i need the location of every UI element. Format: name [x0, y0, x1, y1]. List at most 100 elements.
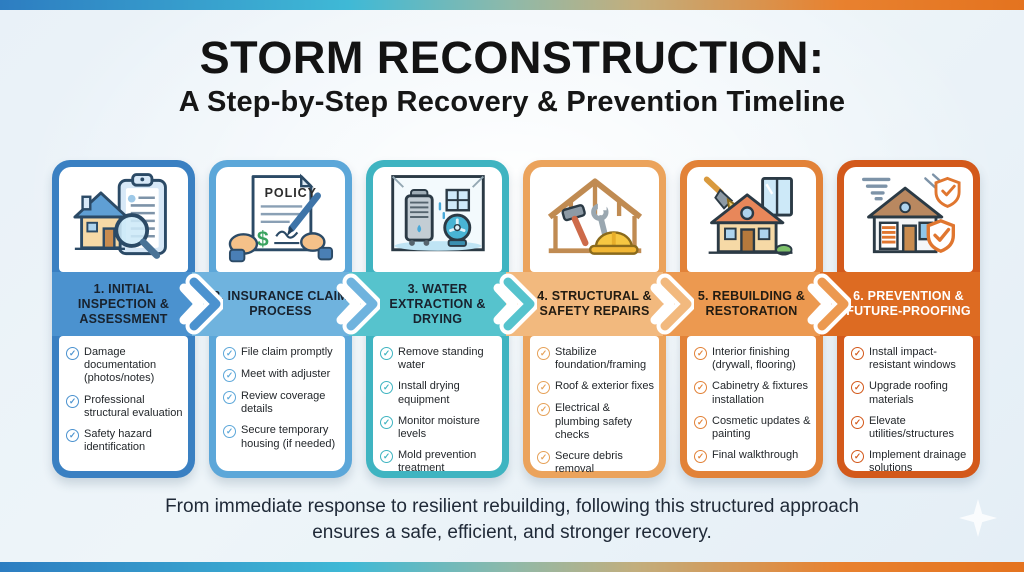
arrow-right-icon	[334, 271, 382, 337]
check-circle-icon: ✓	[380, 347, 393, 360]
step-title: 4. Structural & Safety Repairs	[537, 289, 652, 318]
checklist-item: ✓Final walkthrough	[694, 449, 813, 464]
checklist-item: ✓ Review coverage details	[223, 390, 342, 416]
step-card-5: 5. Rebuilding & Restoration ✓ Interior fi…	[680, 160, 823, 478]
checklist-item-text: File claim promptly	[241, 346, 333, 358]
checklist-item-text: Monitor moisture levels	[398, 414, 480, 440]
checklist-item: ✓ Interior finishing (drywall, flooring)	[694, 346, 813, 372]
checklist-item: ✓ Cosmetic updates & painting	[694, 415, 813, 441]
checklist-item: ✓ Upgrade roofing materials	[851, 380, 970, 406]
step-icon-box: POLICY $	[216, 167, 345, 272]
check-circle-icon: ✓	[851, 450, 864, 464]
step-card-2: POLICY $ 2. Insurance Claim Process ✓ File…	[209, 160, 352, 478]
check-circle-icon: ✓	[223, 391, 236, 404]
checklist-item-text: Remove standing water	[398, 346, 484, 372]
checklist-item: ✓ Electrical & plumbing safety checks	[537, 402, 656, 442]
check-circle-icon: ✓	[537, 403, 550, 417]
checklist-item-text: Cosmetic updates & painting	[712, 414, 811, 440]
svg-text:$: $	[256, 228, 268, 251]
checklist-item-text: Install drying equipment	[398, 380, 460, 406]
check-circle-icon: ✓	[537, 381, 550, 395]
arrow-right-icon	[805, 271, 853, 337]
step-title-band: 4. Structural & Safety Repairs	[523, 272, 666, 336]
checklist-item-text: Meet with adjuster	[241, 368, 331, 380]
step-title-band: 3. Water Extraction & Drying	[366, 272, 509, 336]
step-items: ✓ Stabilize foundation/framing ✓ Roof & ext…	[530, 336, 659, 475]
checklist-item-text: Secure debris removal	[555, 449, 623, 476]
checklist-item-text: Damage documentation (photos/notes)	[84, 346, 157, 385]
checklist-item-text: Review coverage details	[241, 390, 326, 416]
check-circle-icon: ✓	[694, 415, 707, 429]
checklist-item-text: Final walkthrough	[712, 449, 799, 462]
checklist-item-text: Install impact-resistant windows	[869, 346, 956, 372]
house-inspection-magnifier-icon	[71, 170, 177, 269]
checklist-item-text: Mold prevention treatment	[398, 449, 477, 475]
checklist-item: ✓ Stabilize foundation/framing	[537, 346, 656, 372]
step-title: 5. Rebuilding & Restoration	[697, 289, 806, 318]
arrow-right-icon	[177, 271, 225, 337]
step-icon-box	[59, 167, 188, 272]
step-card-6: 6. Prevention & Future-Proofing ✓ Install…	[837, 160, 980, 478]
check-circle-icon: ✓	[694, 347, 707, 360]
step-card-1: 1. Initial Inspection & Assessment ✓ Dama…	[52, 160, 195, 478]
checklist-item-text: Upgrade roofing materials	[869, 380, 948, 406]
check-circle-icon: ✓	[537, 450, 550, 464]
step-icon-box	[373, 167, 502, 272]
check-circle-icon: ✓	[66, 428, 79, 442]
policy-signing-icon: POLICY $	[228, 170, 334, 269]
checklist-item-text: Electrical & plumbing safety checks	[555, 402, 633, 441]
step-title-band: 2. Insurance Claim Process	[209, 272, 352, 336]
check-circle-icon: ✓	[851, 415, 864, 429]
step-title-band: 6. Prevention & Future-Proofing	[837, 272, 980, 336]
checklist-item: ✓ Damage documentation (photos/notes)	[66, 346, 185, 386]
step-title: 2. Insurance Claim Process	[213, 289, 348, 318]
step-title: 6. Prevention & Future-Proofing	[846, 289, 971, 318]
checklist-item: ✓ Secure debris removal	[537, 450, 656, 476]
step-items: ✓Interior finishing (drywall, flooring)✓…	[687, 336, 816, 471]
checklist-item: ✓ Install drying equipment	[380, 380, 499, 406]
checklist-item-text: Elevate utilities/structures	[869, 414, 954, 440]
checklist-item-text: Stabilize foundation/framing	[555, 346, 647, 372]
checklist-item-text: Professional structural evaluation	[84, 393, 183, 419]
check-circle-icon: ✓	[851, 381, 864, 395]
checklist-item: ✓ File claim promptly	[223, 346, 342, 360]
step-icon-box	[687, 167, 816, 272]
check-circle-icon: ✓	[694, 381, 707, 395]
step-icon-box	[530, 167, 659, 272]
house-paintbrush-icon	[699, 170, 805, 269]
checklist-item-text: Cabinetry & fixtures installation	[712, 380, 808, 406]
step-items: ✓ Install impact-resistant windows ✓ Upgrad…	[844, 336, 973, 474]
check-circle-icon: ✓	[223, 369, 236, 382]
checklist-item: ✓ Cabinetry & fixtures installation	[694, 380, 813, 406]
step-icon-box	[844, 167, 973, 272]
checklist-item-text: Interior finishing (drywall, flooring)	[712, 346, 796, 372]
step-title: 1. Initial Inspection & Assessment	[77, 281, 170, 326]
check-circle-icon: ✓	[537, 347, 550, 360]
step-title-band: 5. Rebuilding & Restoration	[680, 272, 823, 336]
checklist-item-text: Safety hazard identification	[84, 427, 152, 454]
house-frame-tools-icon	[542, 170, 648, 269]
checklist-item: ✓Professional structural evaluation	[66, 394, 185, 420]
checklist-item-text: Implement drainage solutions	[869, 449, 967, 475]
top-accent-bar	[0, 0, 1024, 10]
checklist-item: ✓ Implement drainage solutions	[851, 449, 970, 475]
checklist-item: ✓Monitor moisture levels	[380, 415, 499, 441]
arrow-right-icon	[648, 271, 696, 337]
step-card-3: 3. Water Extraction & Drying ✓ Remove sta…	[366, 160, 509, 478]
checklist-item: ✓ Meet with adjuster	[223, 368, 342, 382]
step-items: ✓File claim promptly✓Meet with adjuster✓…	[216, 336, 345, 471]
checklist-item-text: Roof & exterior fixes	[555, 380, 655, 393]
checklist-item: ✓ Elevate utilities/structures	[851, 415, 970, 441]
check-circle-icon: ✓	[66, 347, 79, 360]
step-items: ✓ Remove standing water ✓ Install drying eq…	[373, 336, 502, 474]
step-title-band: 1. Initial Inspection & Assessment	[52, 272, 195, 336]
dehumidifier-fan-drying-icon	[385, 170, 491, 269]
checklist-item: ✓ Safety hazard identification	[66, 428, 185, 454]
check-circle-icon: ✓	[223, 347, 236, 360]
svg-text:POLICY: POLICY	[264, 186, 316, 200]
step-items: ✓Damage documentation (photos/notes)✓Pro…	[59, 336, 188, 471]
step-title: 3. Water Extraction & Drying	[389, 281, 486, 326]
check-circle-icon: ✓	[380, 381, 393, 395]
check-circle-icon: ✓	[851, 347, 864, 360]
